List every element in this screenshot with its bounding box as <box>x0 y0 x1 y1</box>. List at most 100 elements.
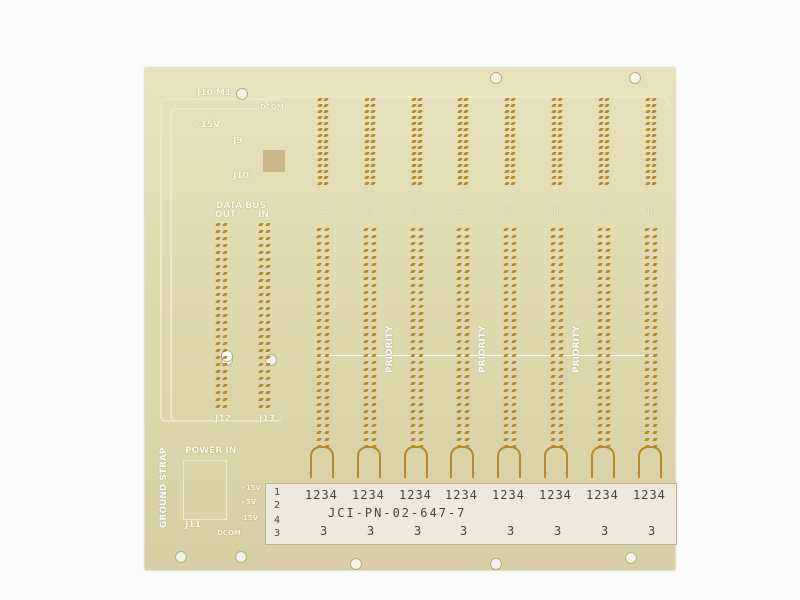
pin-pad <box>597 431 603 434</box>
pin-pad <box>550 291 556 294</box>
pin-pad <box>557 158 563 161</box>
pin-pad <box>558 228 564 231</box>
pin-pad <box>597 291 603 294</box>
pin-pad <box>605 410 611 413</box>
pin-pad <box>323 176 329 179</box>
bottom-digit: 3 <box>554 524 563 538</box>
pin-pad <box>456 361 462 364</box>
pin-pad <box>456 340 462 343</box>
pin-pad <box>418 361 424 364</box>
pin-pad <box>363 333 369 336</box>
pin-pad <box>597 242 603 245</box>
pin-pad <box>418 319 424 322</box>
pin-pad <box>410 403 416 406</box>
pin-pad <box>417 152 423 155</box>
pin-pad <box>363 340 369 343</box>
pin-pad <box>604 140 610 143</box>
pin-pad <box>511 368 517 371</box>
pin-pad <box>371 403 377 406</box>
pin-pad <box>510 140 516 143</box>
pin-pad <box>652 368 658 371</box>
pin-pad <box>417 176 423 179</box>
pin-pad <box>324 368 330 371</box>
pin-pad <box>605 291 611 294</box>
pin-pad <box>316 368 322 371</box>
pin-pad <box>558 340 564 343</box>
pin-pad <box>456 270 462 273</box>
pin-pad <box>644 312 650 315</box>
pin-pad <box>418 228 424 231</box>
pin-pad <box>418 326 424 329</box>
pin-pad <box>371 298 377 301</box>
pin-pad <box>464 249 470 252</box>
pin-pad <box>550 375 556 378</box>
pin-pad <box>557 122 563 125</box>
pin-pad <box>558 382 564 385</box>
pin-pad <box>371 312 377 315</box>
pin-pad <box>510 110 516 113</box>
pin-pad <box>503 389 509 392</box>
pin-pad <box>550 277 556 280</box>
pin-pad <box>418 403 424 406</box>
pin-pad <box>363 368 369 371</box>
pin-pad <box>511 333 517 336</box>
pin-pad <box>652 242 658 245</box>
pin-pad <box>418 424 424 427</box>
pin-pad <box>363 438 369 441</box>
pin-pad <box>651 128 657 131</box>
pin-pad <box>324 284 330 287</box>
pin-pad <box>510 170 516 173</box>
pin-pad <box>316 347 322 350</box>
pin-pad <box>651 152 657 155</box>
pin-pad <box>558 305 564 308</box>
arch-trace <box>591 446 615 478</box>
pin-pad <box>410 396 416 399</box>
pin-pad <box>371 228 377 231</box>
pin-pad <box>363 375 369 378</box>
pin-pad <box>456 277 462 280</box>
pin-pad <box>456 228 462 231</box>
priority-label: PRIORITY <box>478 325 488 373</box>
pin-pad <box>651 146 657 149</box>
pin-pad <box>605 277 611 280</box>
pin-pad <box>418 340 424 343</box>
arch-trace <box>310 446 334 478</box>
pin-pad <box>370 176 376 179</box>
pin-pad <box>644 389 650 392</box>
pin-pad <box>418 242 424 245</box>
pin-pad <box>605 228 611 231</box>
pin-pad <box>323 140 329 143</box>
top-left-label: J10 M1 <box>197 88 232 98</box>
pin-pad <box>463 182 469 185</box>
pin-pad <box>597 417 603 420</box>
pin-pad <box>371 242 377 245</box>
pin-pad <box>644 375 650 378</box>
pin-pad <box>558 396 564 399</box>
pin-pad <box>503 326 509 329</box>
pin-pad <box>410 424 416 427</box>
pin-pad <box>316 382 322 385</box>
pin-pad <box>417 122 423 125</box>
jack-label-j10: J10 <box>233 171 249 181</box>
pin-pad <box>316 263 322 266</box>
pin-pad <box>597 326 603 329</box>
pin-pad <box>511 403 517 406</box>
power-pin-dcom: DCOM <box>217 529 241 537</box>
pin-pad <box>316 249 322 252</box>
pin-pad <box>370 116 376 119</box>
pin-pad <box>363 326 369 329</box>
pin-pad <box>456 431 462 434</box>
pin-pad <box>363 396 369 399</box>
pin-pad <box>463 146 469 149</box>
pin-pad <box>363 277 369 280</box>
pin-pad <box>503 291 509 294</box>
pin-pad <box>464 291 470 294</box>
pin-pad <box>371 263 377 266</box>
pin-pad <box>324 312 330 315</box>
pin-pad <box>511 326 517 329</box>
pin-pad <box>324 375 330 378</box>
pin-pad <box>464 382 470 385</box>
pin-pad <box>557 128 563 131</box>
pin-pad <box>651 158 657 161</box>
pin-pad <box>464 270 470 273</box>
